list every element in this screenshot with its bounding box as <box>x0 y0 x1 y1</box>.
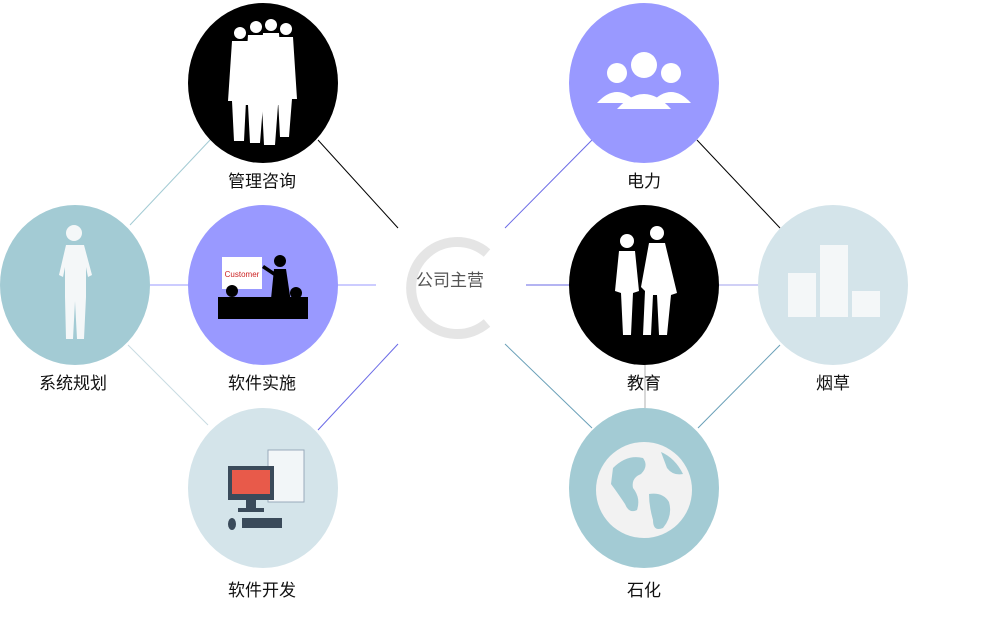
node-label: 管理咨询 <box>228 172 296 192</box>
connector-line <box>127 344 209 426</box>
connector-line <box>697 344 781 429</box>
node-label: 软件开发 <box>228 581 296 601</box>
power-node[interactable] <box>569 3 719 163</box>
education-node[interactable] <box>569 205 719 365</box>
management-node[interactable] <box>188 3 338 163</box>
connector-line <box>317 139 399 229</box>
tobacco-node[interactable] <box>758 205 908 365</box>
node-label: 石化 <box>627 581 661 601</box>
node-label: 电力 <box>627 172 661 192</box>
implementation-node[interactable]: Customer <box>188 205 338 365</box>
connector-line <box>504 343 593 429</box>
center-title: 公司主营 <box>416 271 484 291</box>
connector-line <box>317 343 399 431</box>
business-team-icon <box>228 19 297 145</box>
connector-line <box>504 139 593 229</box>
node-label: 软件实施 <box>228 374 296 394</box>
globe-icon <box>596 442 692 538</box>
center-ring <box>406 237 491 339</box>
connector-line <box>129 139 211 226</box>
node-label: 系统规划 <box>39 374 107 394</box>
bar-chart-icon <box>788 245 880 317</box>
system-node[interactable] <box>0 205 150 365</box>
node-label: 烟草 <box>816 374 850 394</box>
presentation-icon: Customer <box>218 255 308 319</box>
connector-line <box>696 139 781 229</box>
svg-text:Customer: Customer <box>225 270 260 279</box>
computer-icon <box>228 449 305 530</box>
people-group-icon <box>597 52 691 109</box>
teacher-student-icon <box>615 226 677 335</box>
phone-man-icon <box>59 225 92 339</box>
node-label: 教育 <box>627 374 661 394</box>
development-node[interactable] <box>188 408 338 568</box>
petrochemical-node[interactable] <box>569 408 719 568</box>
